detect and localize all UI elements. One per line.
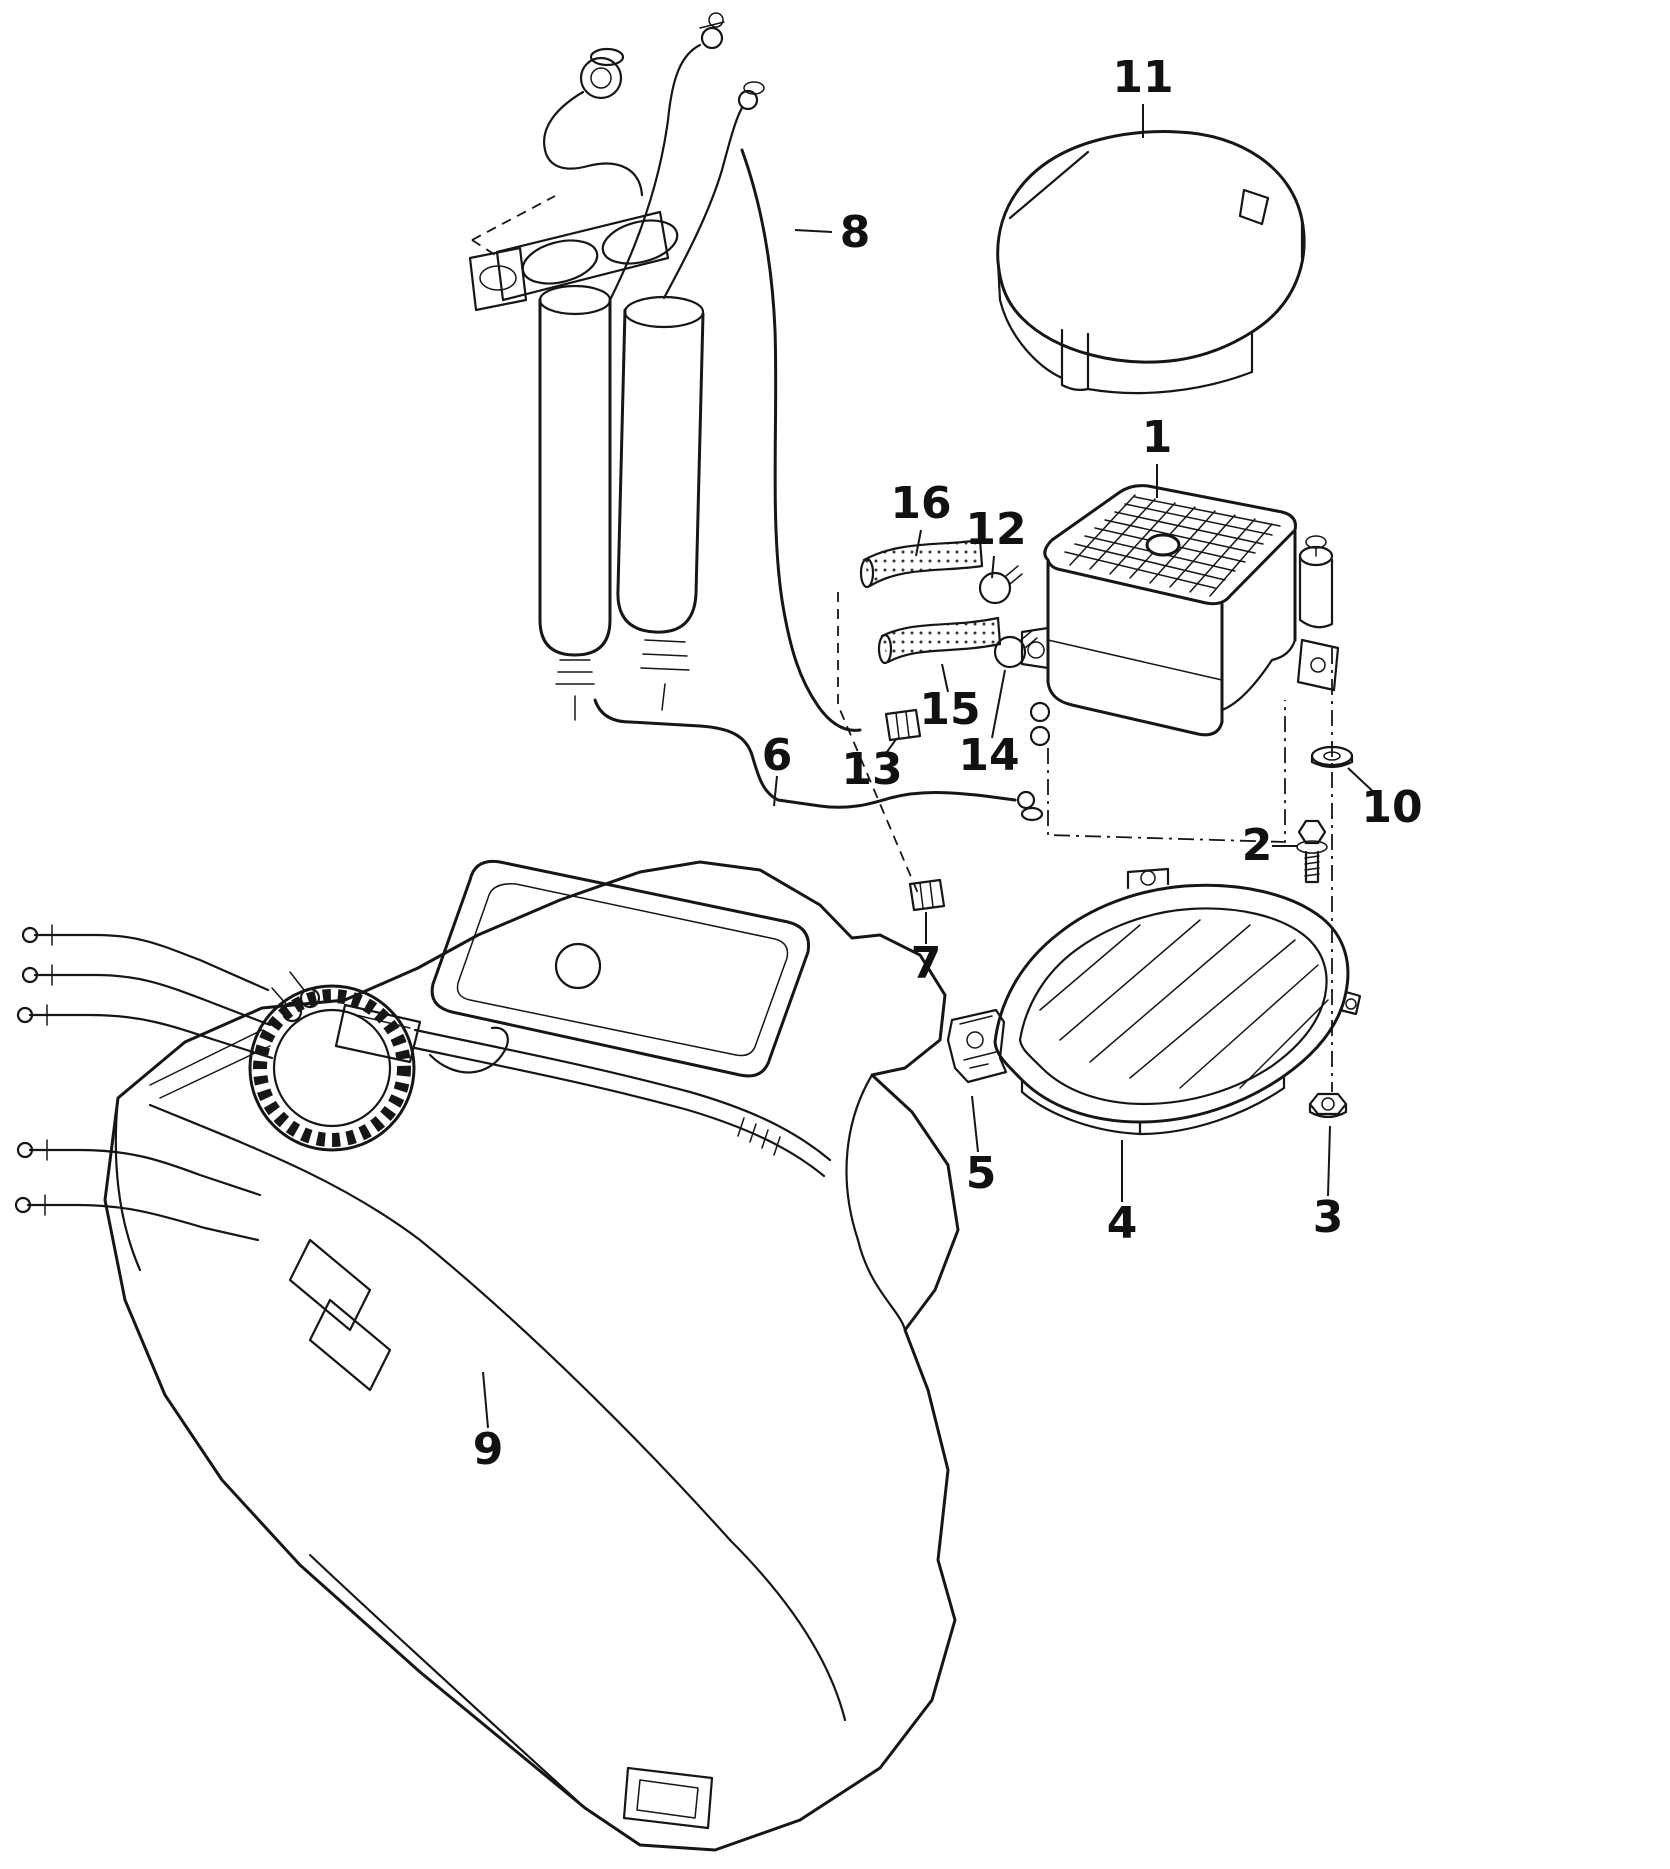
hose-clamp-7: [908, 878, 946, 912]
callout-2-label: 2: [1242, 820, 1273, 871]
breather-hose-16: [859, 538, 984, 589]
washer-10: [1310, 745, 1354, 769]
callout-10-label: 10: [1361, 782, 1422, 833]
callout-11: 11: [1112, 52, 1174, 138]
callout-5: 5: [966, 1095, 997, 1199]
support-bracket-5: [946, 1008, 1008, 1084]
fuel-tank: [103, 859, 960, 1852]
bolt-2: [1296, 819, 1328, 884]
fuel-supply-lines: [14, 924, 274, 1242]
callout-9-label: 9: [473, 1424, 504, 1475]
callout-16: 16: [890, 478, 952, 557]
fuel-line-6: [593, 698, 1044, 822]
callout-12: 12: [965, 504, 1027, 579]
callout-13-label: 13: [841, 744, 902, 795]
fuel-pump-flange: [248, 971, 832, 1178]
callout-3: 3: [1313, 1125, 1344, 1243]
callout-11-label: 11: [1112, 52, 1173, 103]
callout-12-label: 12: [965, 504, 1026, 555]
hose-clamp-12: [978, 565, 1023, 605]
mounting-plate: [993, 867, 1362, 1136]
callout-16-label: 16: [890, 478, 951, 529]
callout-2: 2: [1242, 820, 1298, 871]
hose-clamp-14: [993, 629, 1038, 669]
callout-8-label: 8: [840, 207, 871, 258]
callouts: 1 2 3 4 5 6 7 8: [473, 52, 1423, 1475]
callout-7: 7: [911, 912, 942, 989]
nut-3: [1308, 1092, 1348, 1119]
callout-7-label: 7: [911, 938, 942, 989]
callout-13: 13: [841, 737, 903, 795]
callout-14: 14: [958, 669, 1020, 781]
callout-8: 8: [794, 207, 871, 258]
callout-9: 9: [473, 1371, 504, 1475]
callout-3-label: 3: [1313, 1192, 1344, 1243]
fuel-filter-assembly: [468, 12, 765, 721]
breather-hose-15: [877, 616, 1002, 665]
callout-4: 4: [1107, 1140, 1138, 1249]
construction-lines: [837, 592, 1333, 1092]
fuel-hose-8: [740, 148, 862, 732]
callout-15: 15: [919, 663, 981, 735]
callout-5-label: 5: [966, 1148, 997, 1199]
callout-1: 1: [1142, 412, 1173, 498]
canister-cover: [996, 129, 1306, 395]
callout-6-label: 6: [762, 730, 793, 781]
callout-6: 6: [762, 730, 793, 807]
callout-1-label: 1: [1142, 412, 1173, 463]
callout-10: 10: [1347, 767, 1423, 833]
callout-14-label: 14: [958, 730, 1019, 781]
callout-4-label: 4: [1107, 1198, 1138, 1249]
charcoal-canister: [1020, 484, 1340, 747]
hose-clamp-13: [884, 708, 922, 742]
callout-15-label: 15: [919, 684, 980, 735]
